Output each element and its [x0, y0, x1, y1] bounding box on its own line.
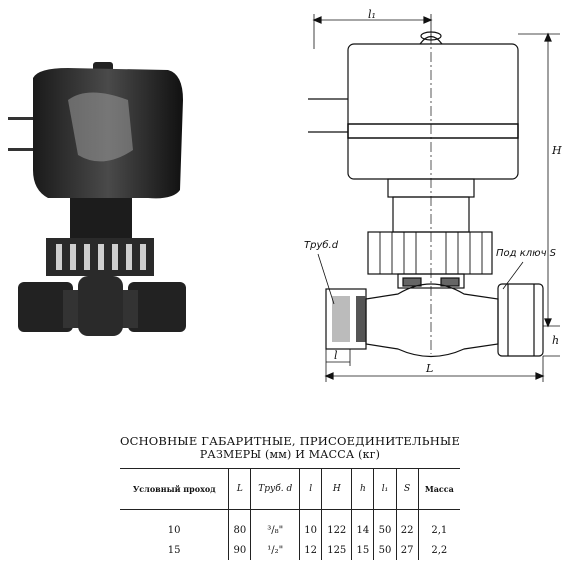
table-heading: ОСНОВНЫЕ ГАБАРИТНЫЕ, ПРИСОЕДИНИТЕЛЬНЫЕ Р… [110, 434, 470, 462]
table-header-row: Условный проход L Труб. d l H h l₁ S Мас… [120, 468, 460, 510]
col-pipe-d: Труб. d [250, 468, 300, 510]
heading-line-2: РАЗМЕРЫ (мм) И МАССА (кг) [199, 448, 381, 461]
dim-l-label: l [334, 349, 338, 362]
table-row: 10 80 ³/₈" 10 122 14 50 22 2,1 [120, 509, 460, 540]
table-cell: 50 [373, 540, 397, 560]
table-cell: 50 [373, 509, 397, 540]
dim-h-label: h [552, 334, 559, 347]
table-cell: 125 [321, 540, 352, 560]
col-S: S [395, 468, 419, 510]
table-cell: 2,1 [417, 509, 460, 540]
wrench-size-label: Под ключ S [496, 248, 557, 259]
table-cell: 2,2 [417, 540, 460, 560]
valve-technical-drawing: l₁ H h L l Труб.d Под ключ S [304, 8, 562, 382]
dim-H-label: H [551, 144, 562, 157]
table-cell: 10 [299, 509, 322, 540]
table-cell: 10 [167, 524, 181, 536]
heading-line-1: ОСНОВНЫЕ ГАБАРИТНЫЕ, ПРИСОЕДИНИТЕЛЬНЫЕ [119, 434, 461, 448]
dimensions-table: Условный проход L Труб. d l H h l₁ S Мас… [120, 468, 460, 560]
col-l: l [299, 468, 322, 510]
col-L: L [228, 468, 251, 510]
dim-l1-label: l₁ [368, 8, 376, 21]
col-l1: l₁ [373, 468, 397, 510]
table-cell: ³/₈" [250, 509, 300, 540]
table-cell: 14 [351, 509, 374, 540]
table-cell: 27 [395, 540, 419, 560]
col-h: h [351, 468, 374, 510]
col-nominal-bore: Условный проход [120, 468, 229, 510]
pipe-thread-label: Труб.d [304, 239, 339, 251]
table-row: 15 90 ¹/₂" 12 125 15 50 27 2,2 [120, 540, 460, 560]
table-cell: ¹/₂" [250, 540, 300, 560]
table-cell: 80 [228, 509, 251, 540]
table-cell: 22 [395, 509, 419, 540]
table-cell: 15 [351, 540, 374, 560]
table-cell: 15 [167, 544, 181, 556]
table-cell: 12 [299, 540, 322, 560]
valve-photo [8, 62, 186, 336]
table-cell: 90 [228, 540, 251, 560]
table-cell: 122 [321, 509, 352, 540]
dim-L-label: L [425, 362, 433, 375]
col-H: H [321, 468, 352, 510]
col-mass: Масса [417, 468, 460, 510]
